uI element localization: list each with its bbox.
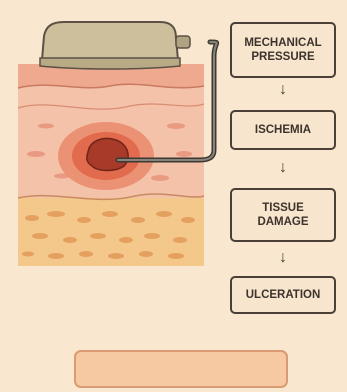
empty-caption-box — [74, 350, 288, 388]
flow-step-ischemia: ISCHEMIA — [230, 110, 336, 150]
device-base — [40, 58, 180, 69]
flow-step-tissue-damage: TISSUE DAMAGE — [230, 188, 336, 242]
arrow-down-icon: ↓ — [276, 250, 290, 266]
flow-step-ulceration: ULCERATION — [230, 276, 336, 314]
skin-cross-section — [18, 64, 204, 266]
arrow-down-icon: ↓ — [276, 160, 290, 176]
device-body — [42, 22, 178, 60]
device-connector — [176, 36, 190, 48]
arrow-down-icon: ↓ — [276, 82, 290, 98]
ulcer-core — [87, 139, 128, 171]
flow-step-mechanical-pressure: MECHANICAL PRESSURE — [230, 22, 336, 78]
pressure-ulcer — [58, 122, 154, 190]
